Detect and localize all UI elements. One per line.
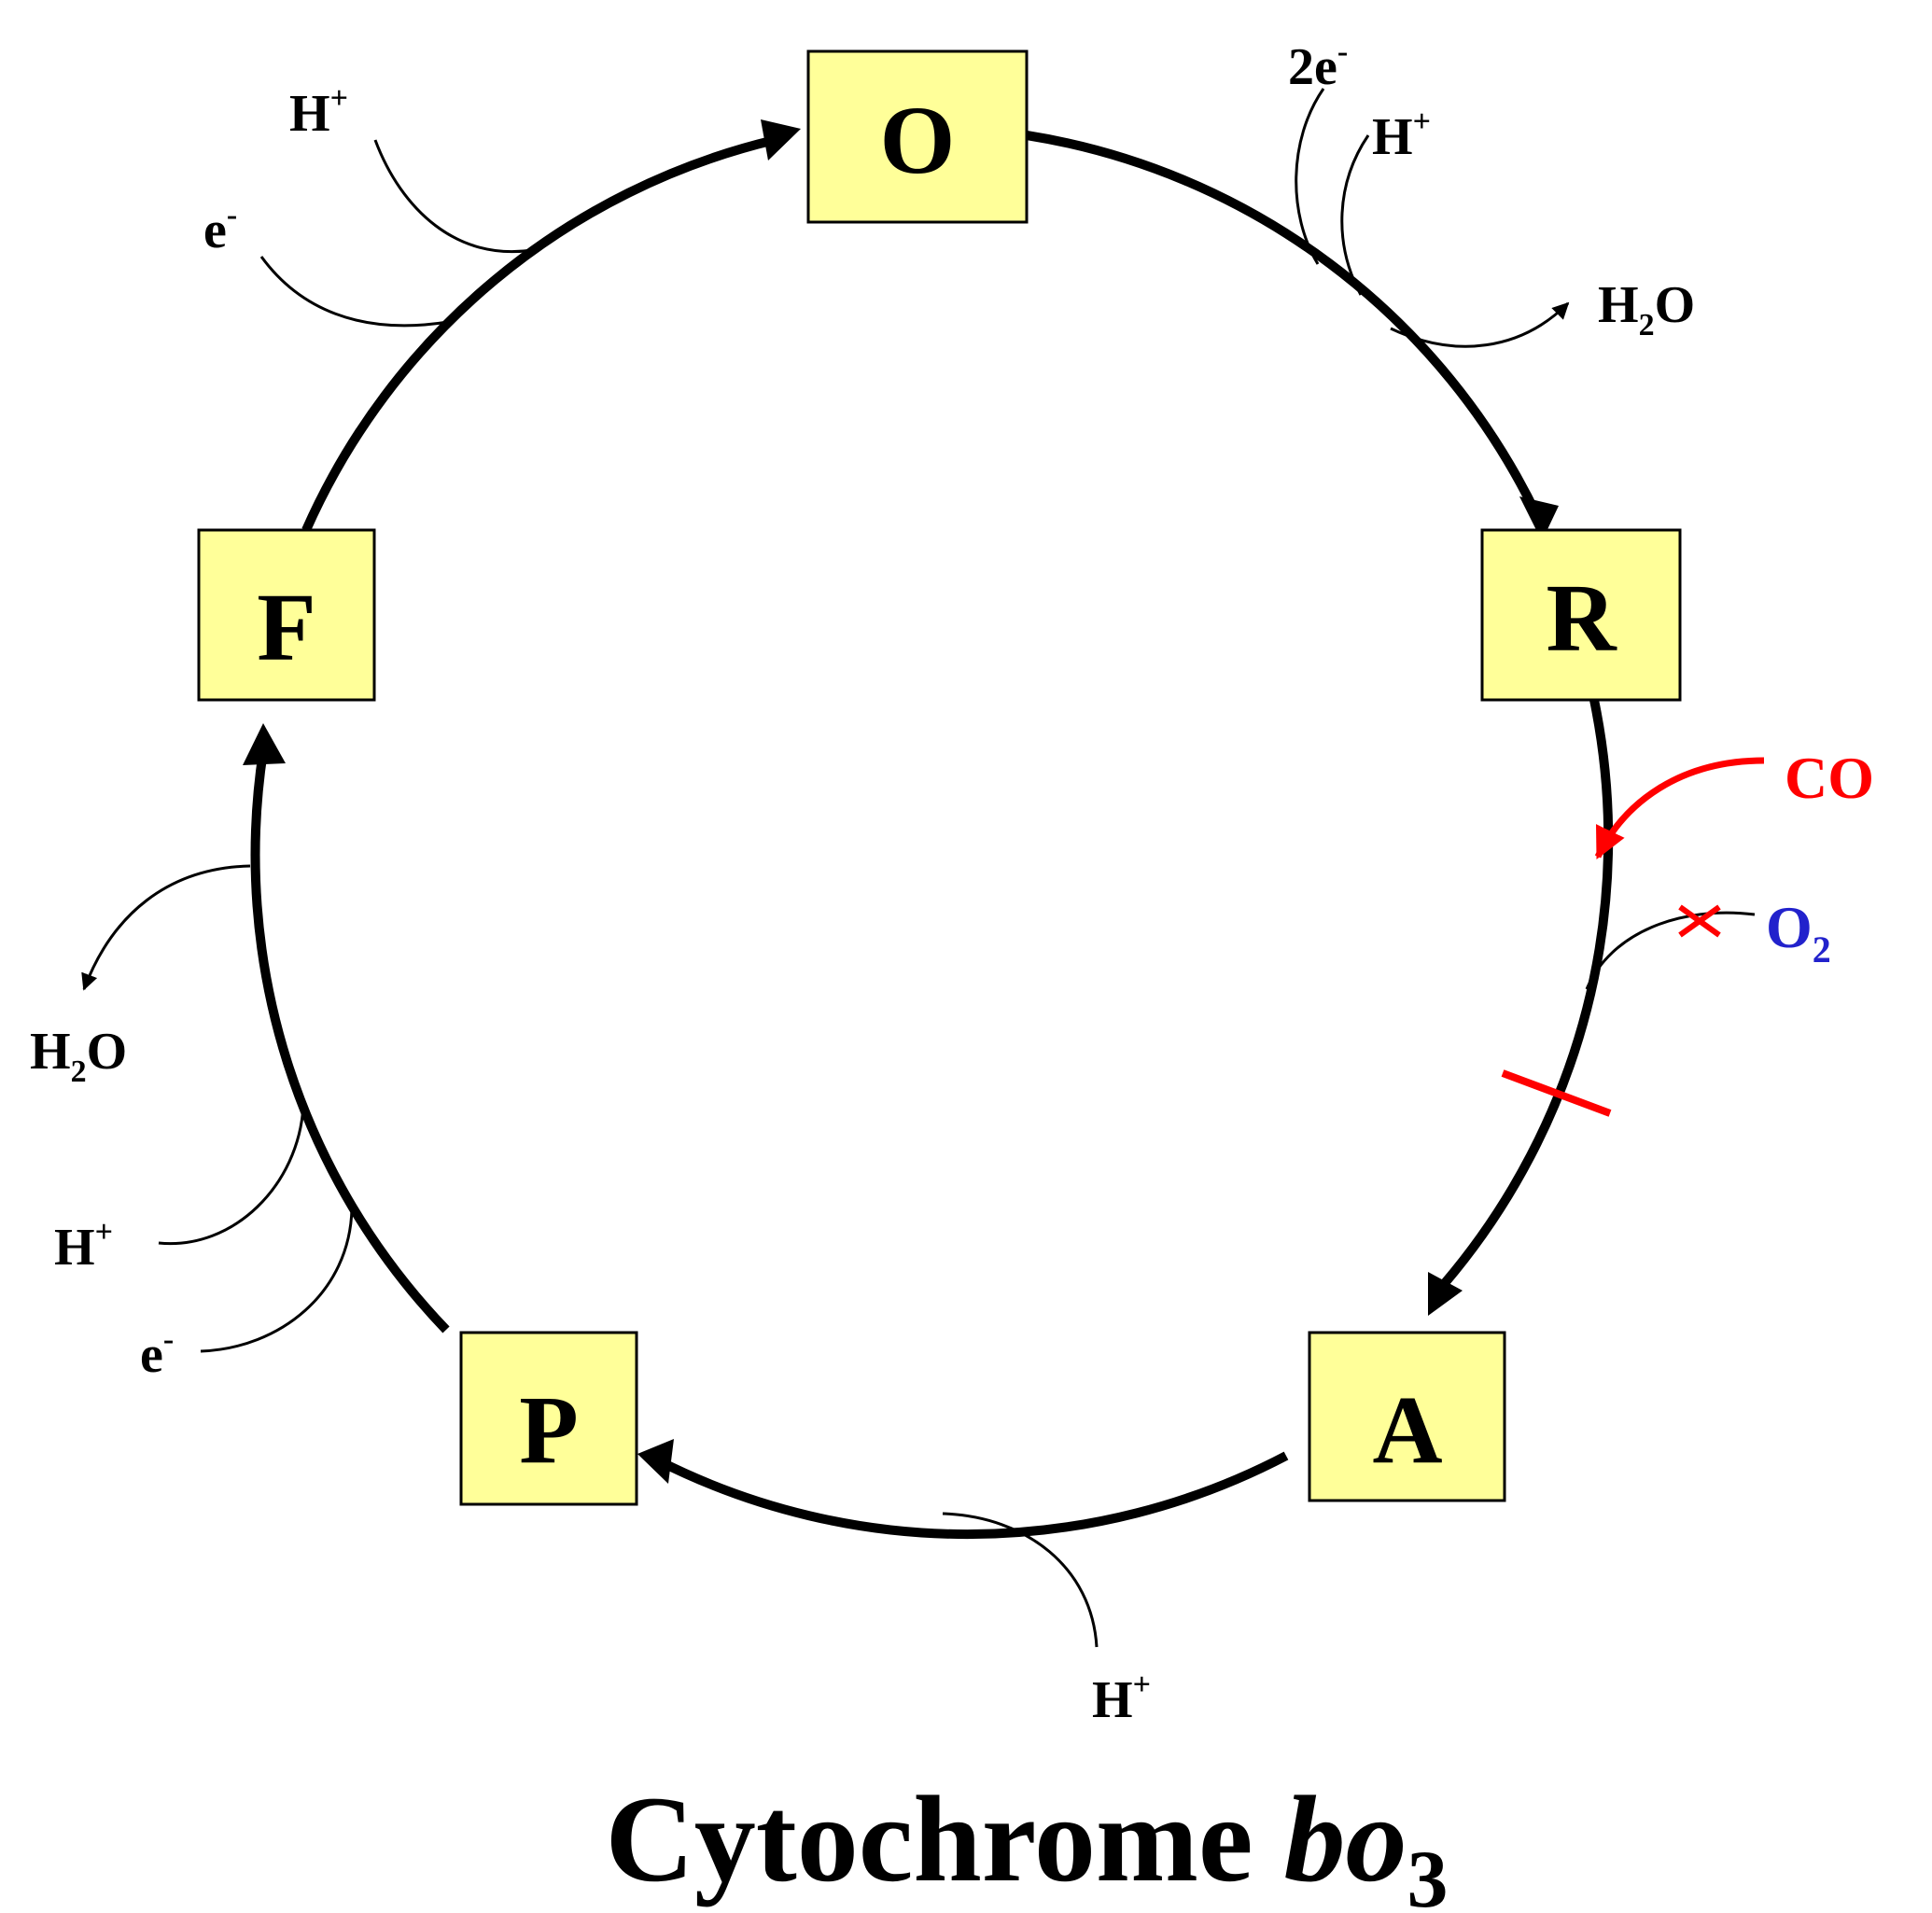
label-h-plus-top-right: H+ <box>1372 105 1431 166</box>
arc-p-to-f <box>250 750 450 1334</box>
diagram-title: Cytochrome bo3 <box>605 1770 1448 1913</box>
label-h-plus-left: H+ <box>54 1215 113 1277</box>
curve-o2 <box>1585 911 1756 990</box>
state-o: O <box>806 49 1029 224</box>
label-h-plus-top-left: H+ <box>289 81 348 143</box>
state-r: R <box>1480 528 1682 702</box>
label-h-plus-bottom: H+ <box>1092 1668 1151 1729</box>
arrowhead-f <box>243 723 286 765</box>
arrowhead-a <box>1428 1272 1463 1316</box>
curve-h2o-left <box>81 864 251 991</box>
arc-f-to-o <box>301 135 777 533</box>
label-o2: O2 <box>1766 894 1831 970</box>
curve-e-left <box>200 1208 354 1353</box>
arrowhead-p <box>637 1439 674 1484</box>
cross-icon <box>1678 904 1721 938</box>
label-2e-top-right: 2e- <box>1288 35 1348 96</box>
state-a-label: A <box>1372 1376 1442 1484</box>
arrowhead-r <box>1519 496 1559 541</box>
curve-2e-top-right <box>1295 88 1325 265</box>
label-e-top-left: e- <box>203 198 237 259</box>
state-p: P <box>459 1331 638 1506</box>
state-r-label: R <box>1546 565 1617 672</box>
state-a: A <box>1308 1331 1506 1502</box>
co-binding-arrow <box>1594 757 1765 860</box>
curve-h-plus-bottom <box>942 1512 1099 1648</box>
state-f-label: F <box>257 574 316 681</box>
curve-e-top-left <box>259 256 449 328</box>
curve-h2o-top-right <box>1390 301 1570 348</box>
label-e-left: e- <box>140 1322 174 1384</box>
arc-o-to-r <box>1026 131 1543 521</box>
curve-h-plus-left <box>158 1105 305 1246</box>
state-p-label: P <box>519 1376 579 1484</box>
label-h2o-left: H2O <box>30 1023 127 1089</box>
state-o-label: O <box>880 87 956 194</box>
state-f: F <box>197 528 376 702</box>
label-co: CO <box>1785 745 1874 811</box>
arrowhead-o <box>761 119 801 161</box>
curve-h-plus-top-left <box>373 139 533 253</box>
label-h2o-top-right: H2O <box>1598 276 1695 342</box>
arc-r-to-a <box>1441 698 1614 1287</box>
arc-a-to-p <box>655 1451 1289 1540</box>
curve-h-plus-top-right <box>1340 134 1370 296</box>
inhibition-bar-icon <box>1501 1069 1612 1117</box>
